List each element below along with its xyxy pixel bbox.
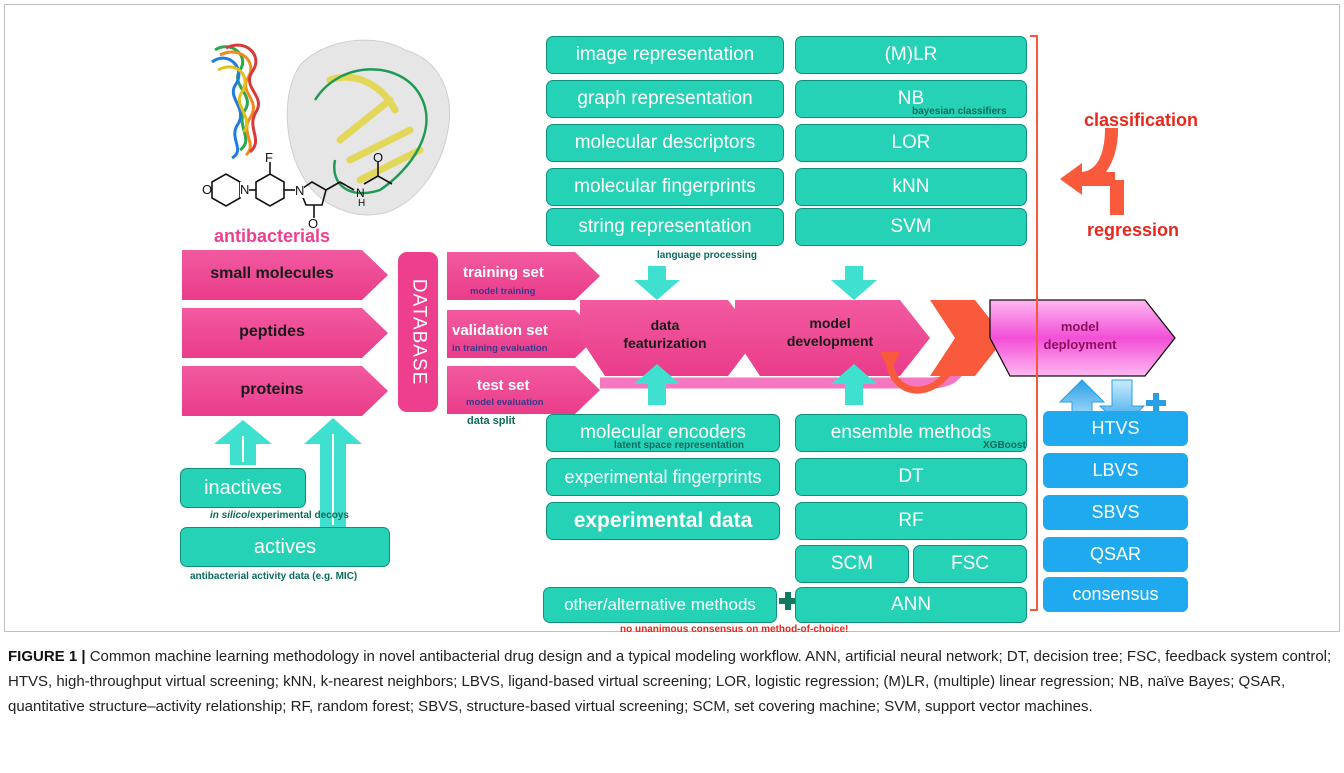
molecular-encoders-box: molecular encoders <box>546 414 780 452</box>
scm-box: SCM <box>795 545 909 583</box>
deployment-label-line-2: deployment <box>1043 337 1117 352</box>
atom-nitrogen-morpholine: N <box>240 182 250 197</box>
training-set-label: training set <box>463 264 544 281</box>
decoys-label: in silico/experimental decoys <box>210 510 349 521</box>
dt-box: DT <box>795 458 1027 496</box>
regression-label: regression <box>1087 220 1180 240</box>
feedback-loop-arrow <box>886 364 953 394</box>
ann-box: ANN <box>795 587 1027 623</box>
development-label: model development <box>760 314 900 350</box>
activity-data-label: antibacterial activity data (e.g. MIC) <box>190 571 358 582</box>
classification-label: classification <box>1084 110 1199 130</box>
image-representation-box: image representation <box>546 36 784 74</box>
atom-nitrogen-ring: N <box>295 183 305 198</box>
featurization-label-line-1: data <box>650 317 680 333</box>
mlr-box: (M)LR <box>795 36 1027 74</box>
development-label-line-1: model <box>809 315 851 331</box>
rf-box: RF <box>795 502 1027 540</box>
nb-box: NB <box>795 80 1027 118</box>
validation-set-label: validation set <box>452 322 548 339</box>
latent-space-label: latent space representation <box>614 440 745 451</box>
actives-box: actives <box>180 527 390 567</box>
atom-oxygen-amide: O <box>373 150 384 165</box>
featurization-label-line-2: featurization <box>623 335 707 351</box>
antibacterials-title: antibacterials <box>214 226 331 246</box>
deployment-label: model deployment <box>1010 318 1150 354</box>
test-set-label: test set <box>477 377 530 394</box>
database-label-wrap: DATABASE <box>398 252 438 412</box>
atom-h: H <box>358 198 366 209</box>
atom-nh: N <box>356 186 365 200</box>
caption-label: FIGURE 1 | <box>8 648 86 665</box>
svm-box: SVM <box>795 208 1027 246</box>
fsc-box: FSC <box>913 545 1027 583</box>
training-set-sub: model training <box>470 286 536 297</box>
featurization-chevron <box>580 300 757 376</box>
database-label: DATABASE <box>408 278 430 386</box>
decoys-rest: /experimental decoys <box>247 510 349 521</box>
sbvs-box: SBVS <box>1043 495 1188 530</box>
development-label-line-2: development <box>786 333 874 349</box>
qsar-box: QSAR <box>1043 537 1188 572</box>
string-representation-box: string representation <box>546 208 784 246</box>
validation-set-sub: in training evaluation <box>452 343 548 354</box>
molecule-type-arrows <box>182 250 388 416</box>
small-molecules-label: small molecules <box>210 265 334 282</box>
graph-representation-box: graph representation <box>546 80 784 118</box>
language-processing-label: language processing <box>657 250 758 261</box>
molecular-fingerprints-box: molecular fingerprints <box>546 168 784 206</box>
bayesian-classifiers-label: bayesian classifiers <box>912 106 1007 117</box>
test-set-sub: model evaluation <box>466 397 544 408</box>
knn-box: kNN <box>795 168 1027 206</box>
lbvs-box: LBVS <box>1043 453 1188 488</box>
xgboost-label: XGBoost <box>983 440 1026 451</box>
experimental-fingerprints-box: experimental fingerprints <box>546 458 780 496</box>
decoys-italic: in silico <box>210 510 248 521</box>
figure-caption: FIGURE 1 | Common machine learning metho… <box>8 644 1336 719</box>
protein-structure-image <box>286 39 451 216</box>
molecular-descriptors-box: molecular descriptors <box>546 124 784 162</box>
development-chevron <box>735 300 930 376</box>
inactives-box: inactives <box>180 468 306 508</box>
proteins-label: proteins <box>240 381 304 398</box>
methods-bracket <box>1030 35 1038 611</box>
consensus-box: consensus <box>1043 577 1188 612</box>
feedback-chevron <box>930 300 1005 376</box>
split-arrows <box>447 252 600 414</box>
featurization-label: data featurization <box>600 316 730 352</box>
htvs-box: HTVS <box>1043 411 1188 446</box>
other-methods-box: other/alternative methods <box>543 587 777 623</box>
peptide-structures-image <box>211 43 260 160</box>
experimental-data-box: experimental data <box>546 502 780 540</box>
caption-text: Common machine learning methodology in n… <box>8 648 1332 715</box>
plus-connector <box>779 592 797 610</box>
database-box <box>398 252 438 412</box>
ensemble-methods-box: ensemble methods <box>795 414 1027 452</box>
atom-oxygen-carbonyl: O <box>308 216 319 231</box>
no-consensus-label: no unanimous consensus on method-of-choi… <box>620 624 849 635</box>
data-split-label: data split <box>467 415 516 427</box>
lor-box: LOR <box>795 124 1027 162</box>
arrow-highlights <box>242 434 334 525</box>
atom-oxygen-morpholine: O <box>202 182 213 197</box>
deployment-label-line-1: model <box>1060 319 1100 334</box>
atom-fluorine: F <box>265 150 273 165</box>
peptides-label: peptides <box>239 323 305 340</box>
classification-regression-arrow <box>1060 128 1124 215</box>
figure-frame <box>4 4 1340 632</box>
